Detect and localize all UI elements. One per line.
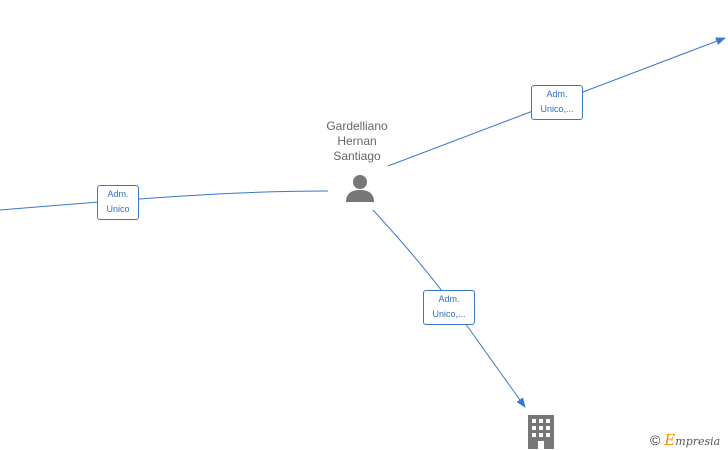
edge-label-line: Adm.: [438, 294, 460, 304]
edge-label-line: Adm.: [546, 89, 568, 99]
copyright-symbol: ©: [650, 432, 661, 448]
edge-label-bottom[interactable]: Adm. Unico,...: [423, 290, 475, 325]
edge-label-line: Adm.: [107, 189, 129, 199]
person-name-line: Gardelliano: [326, 119, 388, 133]
person-node-name[interactable]: Gardelliano Hernan Santiago: [307, 119, 407, 164]
person-name-line: Hernan: [337, 134, 377, 148]
brand-initial: E: [664, 431, 676, 449]
empresia-watermark: ©Empresia: [650, 431, 720, 449]
edge-label-topright[interactable]: Adm. Unico,...: [531, 85, 583, 120]
brand-name: mpresia: [675, 435, 721, 448]
edge-label-left[interactable]: Adm. Unico: [97, 185, 139, 220]
edge-label-line: Unico: [106, 204, 130, 214]
edge-label-line: Unico,...: [432, 309, 466, 319]
person-icon[interactable]: [344, 173, 376, 203]
edge-label-line: Unico,...: [540, 104, 574, 114]
edge-left-line: [0, 190, 329, 211]
building-icon[interactable]: [525, 415, 557, 449]
person-name-line: Santiago: [333, 149, 381, 163]
